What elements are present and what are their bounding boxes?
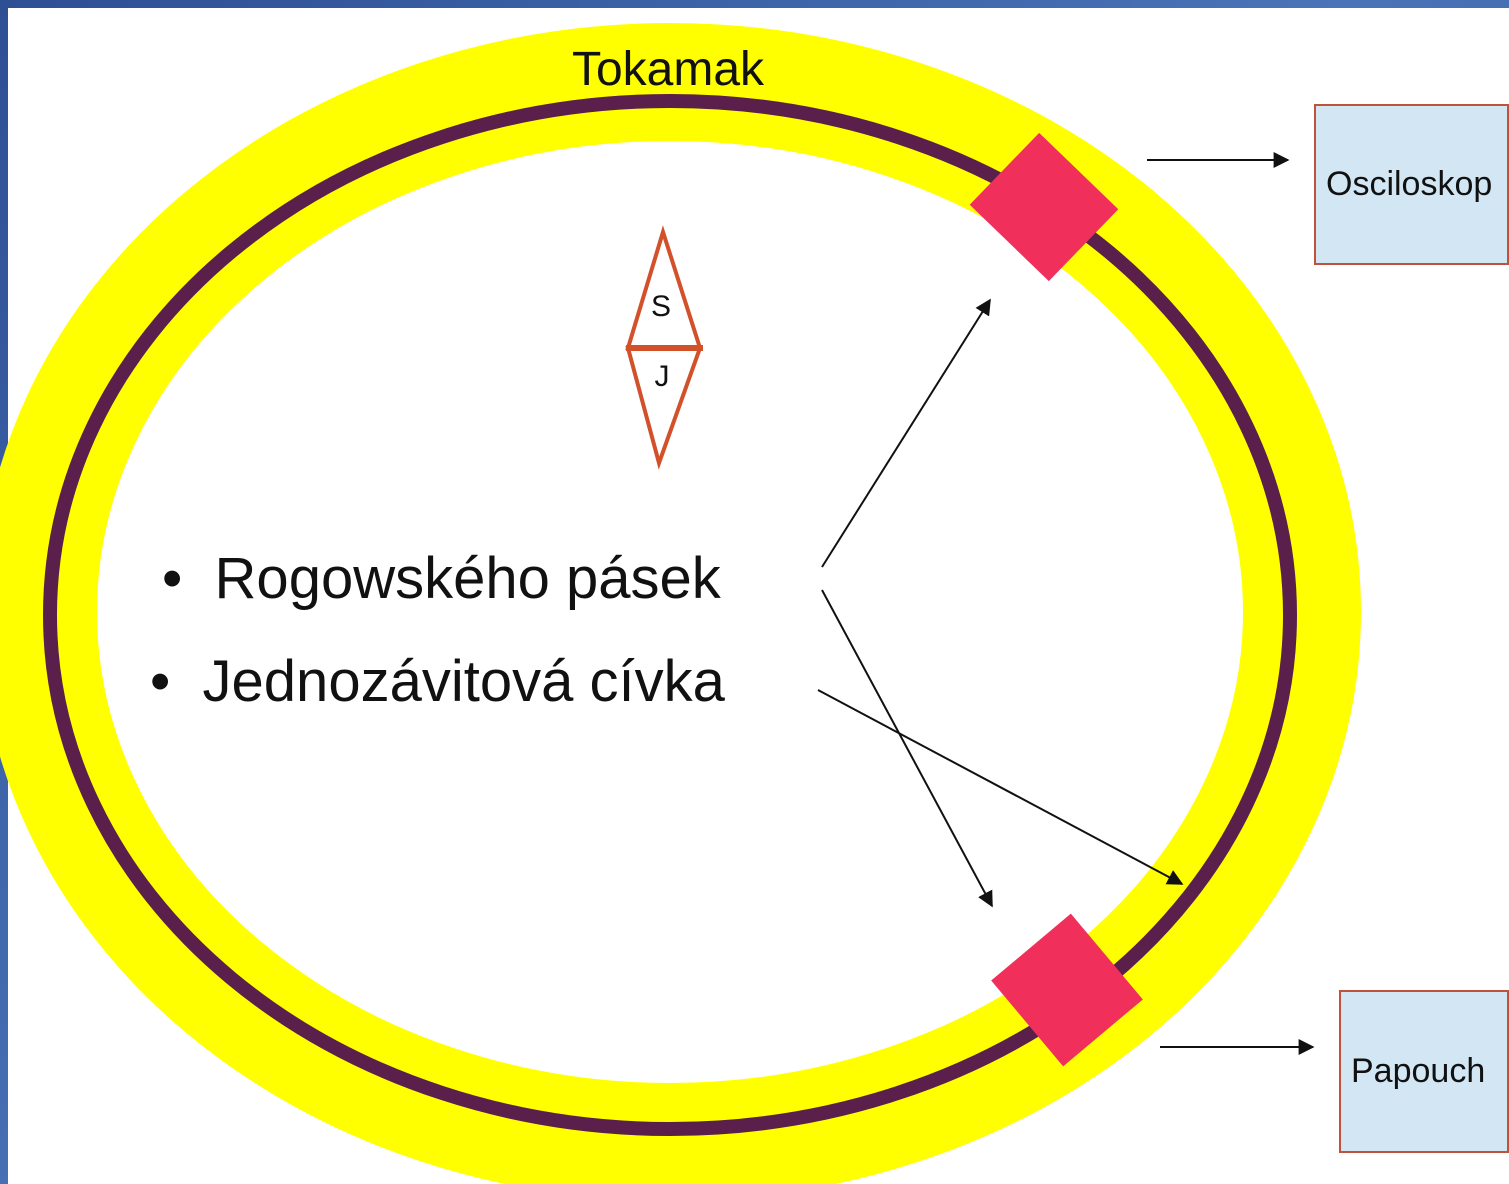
rogowski-to-bottom-arrow (821, 589, 993, 908)
oscilloscope-label: Osciloskop (1326, 165, 1493, 203)
diagram-title: Tokamak (572, 43, 765, 96)
compass-south-label: J (655, 360, 670, 393)
torus-band (0, 23, 1361, 1184)
bullet-dot: • (150, 649, 203, 714)
papouch-label: Papouch (1351, 1052, 1486, 1090)
bullet-coil: • Jednozávitová cívka (150, 648, 725, 715)
papouch-box: Papouch (1339, 990, 1509, 1153)
vacuum-ring (43, 94, 1297, 1136)
bullet-coil-text: Jednozávitová cívka (202, 649, 725, 714)
rogowski-sensor (969, 132, 1119, 282)
bullet-rogowski-text: Rogowského pásek (214, 546, 721, 611)
bullet-dot: • (162, 546, 215, 611)
oscilloscope-box: Osciloskop (1314, 104, 1509, 265)
loop-sensor (991, 913, 1143, 1067)
bullet-rogowski: • Rogowského pásek (162, 545, 721, 612)
rogowski-to-top-arrow (821, 298, 991, 568)
compass-north-label: S (651, 290, 671, 323)
coil-to-ring-arrow (817, 689, 1184, 885)
